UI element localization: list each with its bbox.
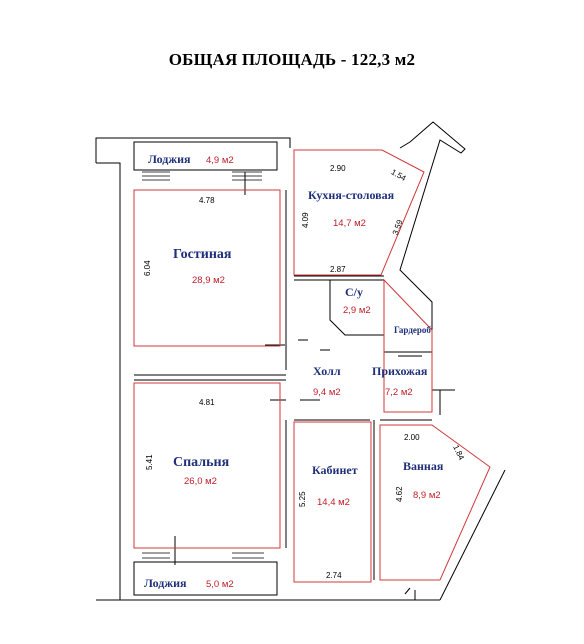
dim-bedroom-top: 4.81 (199, 398, 215, 407)
dim-bedroom-left: 5.41 (145, 454, 154, 470)
wc-area: 2,9 м2 (343, 305, 371, 316)
wc-label: С/у (345, 285, 363, 299)
loggia-bottom-area: 5,0 м2 (206, 579, 234, 590)
dim-bath-top: 2.00 (404, 433, 420, 442)
walls (95, 121, 506, 601)
dim-study-left: 5.25 (298, 491, 307, 507)
study-area: 14,4 м2 (317, 497, 350, 508)
dim-living-left: 6.04 (143, 260, 152, 276)
entry-label: Прихожая (372, 364, 428, 378)
dim-study-bottom: 2.74 (326, 571, 342, 580)
dim-kitchen-top: 2.90 (330, 164, 346, 173)
hall-label: Холл (313, 364, 341, 378)
room-outlines (133, 149, 491, 583)
bath-area: 8,9 м2 (413, 490, 441, 501)
kitchen-area: 14,7 м2 (333, 218, 366, 229)
hall-area: 9,4 м2 (313, 387, 341, 398)
study-label: Кабинет (312, 463, 358, 477)
wardrobe-label: Гардероб (394, 325, 431, 335)
dim-bath-diagonal: 1.84 (451, 443, 466, 461)
dim-kitchen-bottom: 2.87 (330, 265, 346, 274)
dim-bath-left: 4.62 (395, 486, 404, 502)
kitchen-label: Кухня-столовая (308, 188, 395, 202)
living-room-label: Гостиная (173, 247, 232, 262)
loggia-top-label: Лоджия (148, 152, 191, 166)
bedroom-label: Спальня (173, 455, 230, 470)
plan-title: ОБЩАЯ ПЛОЩАДЬ - 122,3 м2 (168, 50, 416, 69)
entry-area: 7,2 м2 (385, 387, 413, 398)
dim-living-top: 4.78 (199, 196, 215, 205)
bath-label: Ванная (403, 459, 444, 473)
loggia-bottom-label: Лоджия (144, 576, 187, 590)
loggia-top-area: 4,9 м2 (206, 155, 234, 166)
dim-kitchen-right: 3.59 (391, 218, 405, 236)
living-room-area: 28,9 м2 (192, 275, 225, 286)
dim-kitchen-left: 4.09 (301, 212, 310, 228)
bedroom-area: 26,0 м2 (184, 476, 217, 487)
dim-kitchen-diagonal: 1.54 (390, 167, 408, 183)
